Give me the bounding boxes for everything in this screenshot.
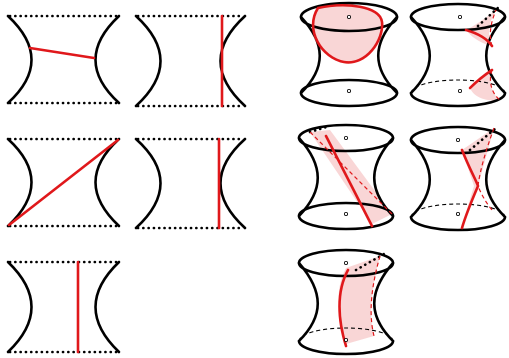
bottom-rim-back <box>410 203 506 218</box>
bottom-rim <box>297 201 395 231</box>
red-region-fill <box>310 130 392 224</box>
left-waist-edge <box>409 138 432 219</box>
bottom-center-point <box>343 211 348 216</box>
left-waist-edge <box>297 261 320 343</box>
panel-2d-3 <box>6 137 121 228</box>
top-dotted-back <box>308 124 332 134</box>
right-waist-edge <box>484 15 507 95</box>
red-region-fill-bottom <box>470 70 500 101</box>
top-center-point <box>346 14 351 19</box>
panel-3d-1 <box>299 1 399 108</box>
panel-3d-4 <box>409 125 507 232</box>
left-waist-edge <box>409 15 432 95</box>
bottom-center-point <box>343 337 348 342</box>
right-waist-edge <box>372 261 395 343</box>
panel-2d-4 <box>134 137 247 230</box>
red-curve <box>7 138 120 227</box>
bottom-center-point <box>346 89 351 94</box>
left-concave-edge <box>134 14 162 108</box>
bottom-rim-front <box>409 91 507 108</box>
red-region-fill <box>313 5 383 63</box>
panel-3d-3 <box>297 123 395 231</box>
left-concave-edge <box>6 14 33 105</box>
left-concave-edge <box>134 137 162 230</box>
bottom-rim-back <box>298 327 394 342</box>
panel-2d-2 <box>134 14 247 108</box>
right-waist-edge <box>484 138 507 219</box>
red-line-front <box>338 268 350 348</box>
bottom-rim-front <box>297 339 395 356</box>
top-dotted-back <box>468 126 498 152</box>
top-center-point <box>455 137 460 142</box>
bottom-rim-front <box>409 215 507 232</box>
red-line-back <box>370 255 381 337</box>
red-arc-upper <box>464 28 494 48</box>
red-arc-lower <box>468 68 494 90</box>
bottom-rim-back <box>410 79 506 94</box>
bottom-center-point <box>455 211 460 216</box>
red-line-front <box>460 148 480 230</box>
red-curve <box>28 46 96 60</box>
bottom-rim <box>299 78 399 108</box>
left-concave-edge <box>6 260 33 354</box>
panel-3d-2 <box>409 2 507 108</box>
red-dashed-lower <box>489 69 501 101</box>
top-center-point <box>343 260 348 265</box>
panel-3d-5 <box>297 248 395 356</box>
red-line-front <box>324 134 374 228</box>
right-concave-edge <box>94 137 121 228</box>
left-waist-edge <box>297 136 320 218</box>
right-concave-edge <box>219 137 247 230</box>
red-dashed-upper <box>489 9 497 47</box>
top-center-point <box>457 14 462 19</box>
top-center-point <box>343 135 348 140</box>
top-dotted-back <box>476 4 502 28</box>
right-concave-edge <box>94 260 121 354</box>
panel-2d-5 <box>6 260 121 354</box>
right-concave-edge <box>219 14 247 108</box>
red-closed-curve <box>311 4 384 64</box>
panel-2d-1 <box>6 14 121 105</box>
red-region-fill <box>338 256 380 344</box>
left-concave-edge <box>6 137 33 228</box>
red-line-back <box>309 131 393 215</box>
right-concave-edge <box>94 14 121 105</box>
bottom-center-point <box>457 89 462 94</box>
